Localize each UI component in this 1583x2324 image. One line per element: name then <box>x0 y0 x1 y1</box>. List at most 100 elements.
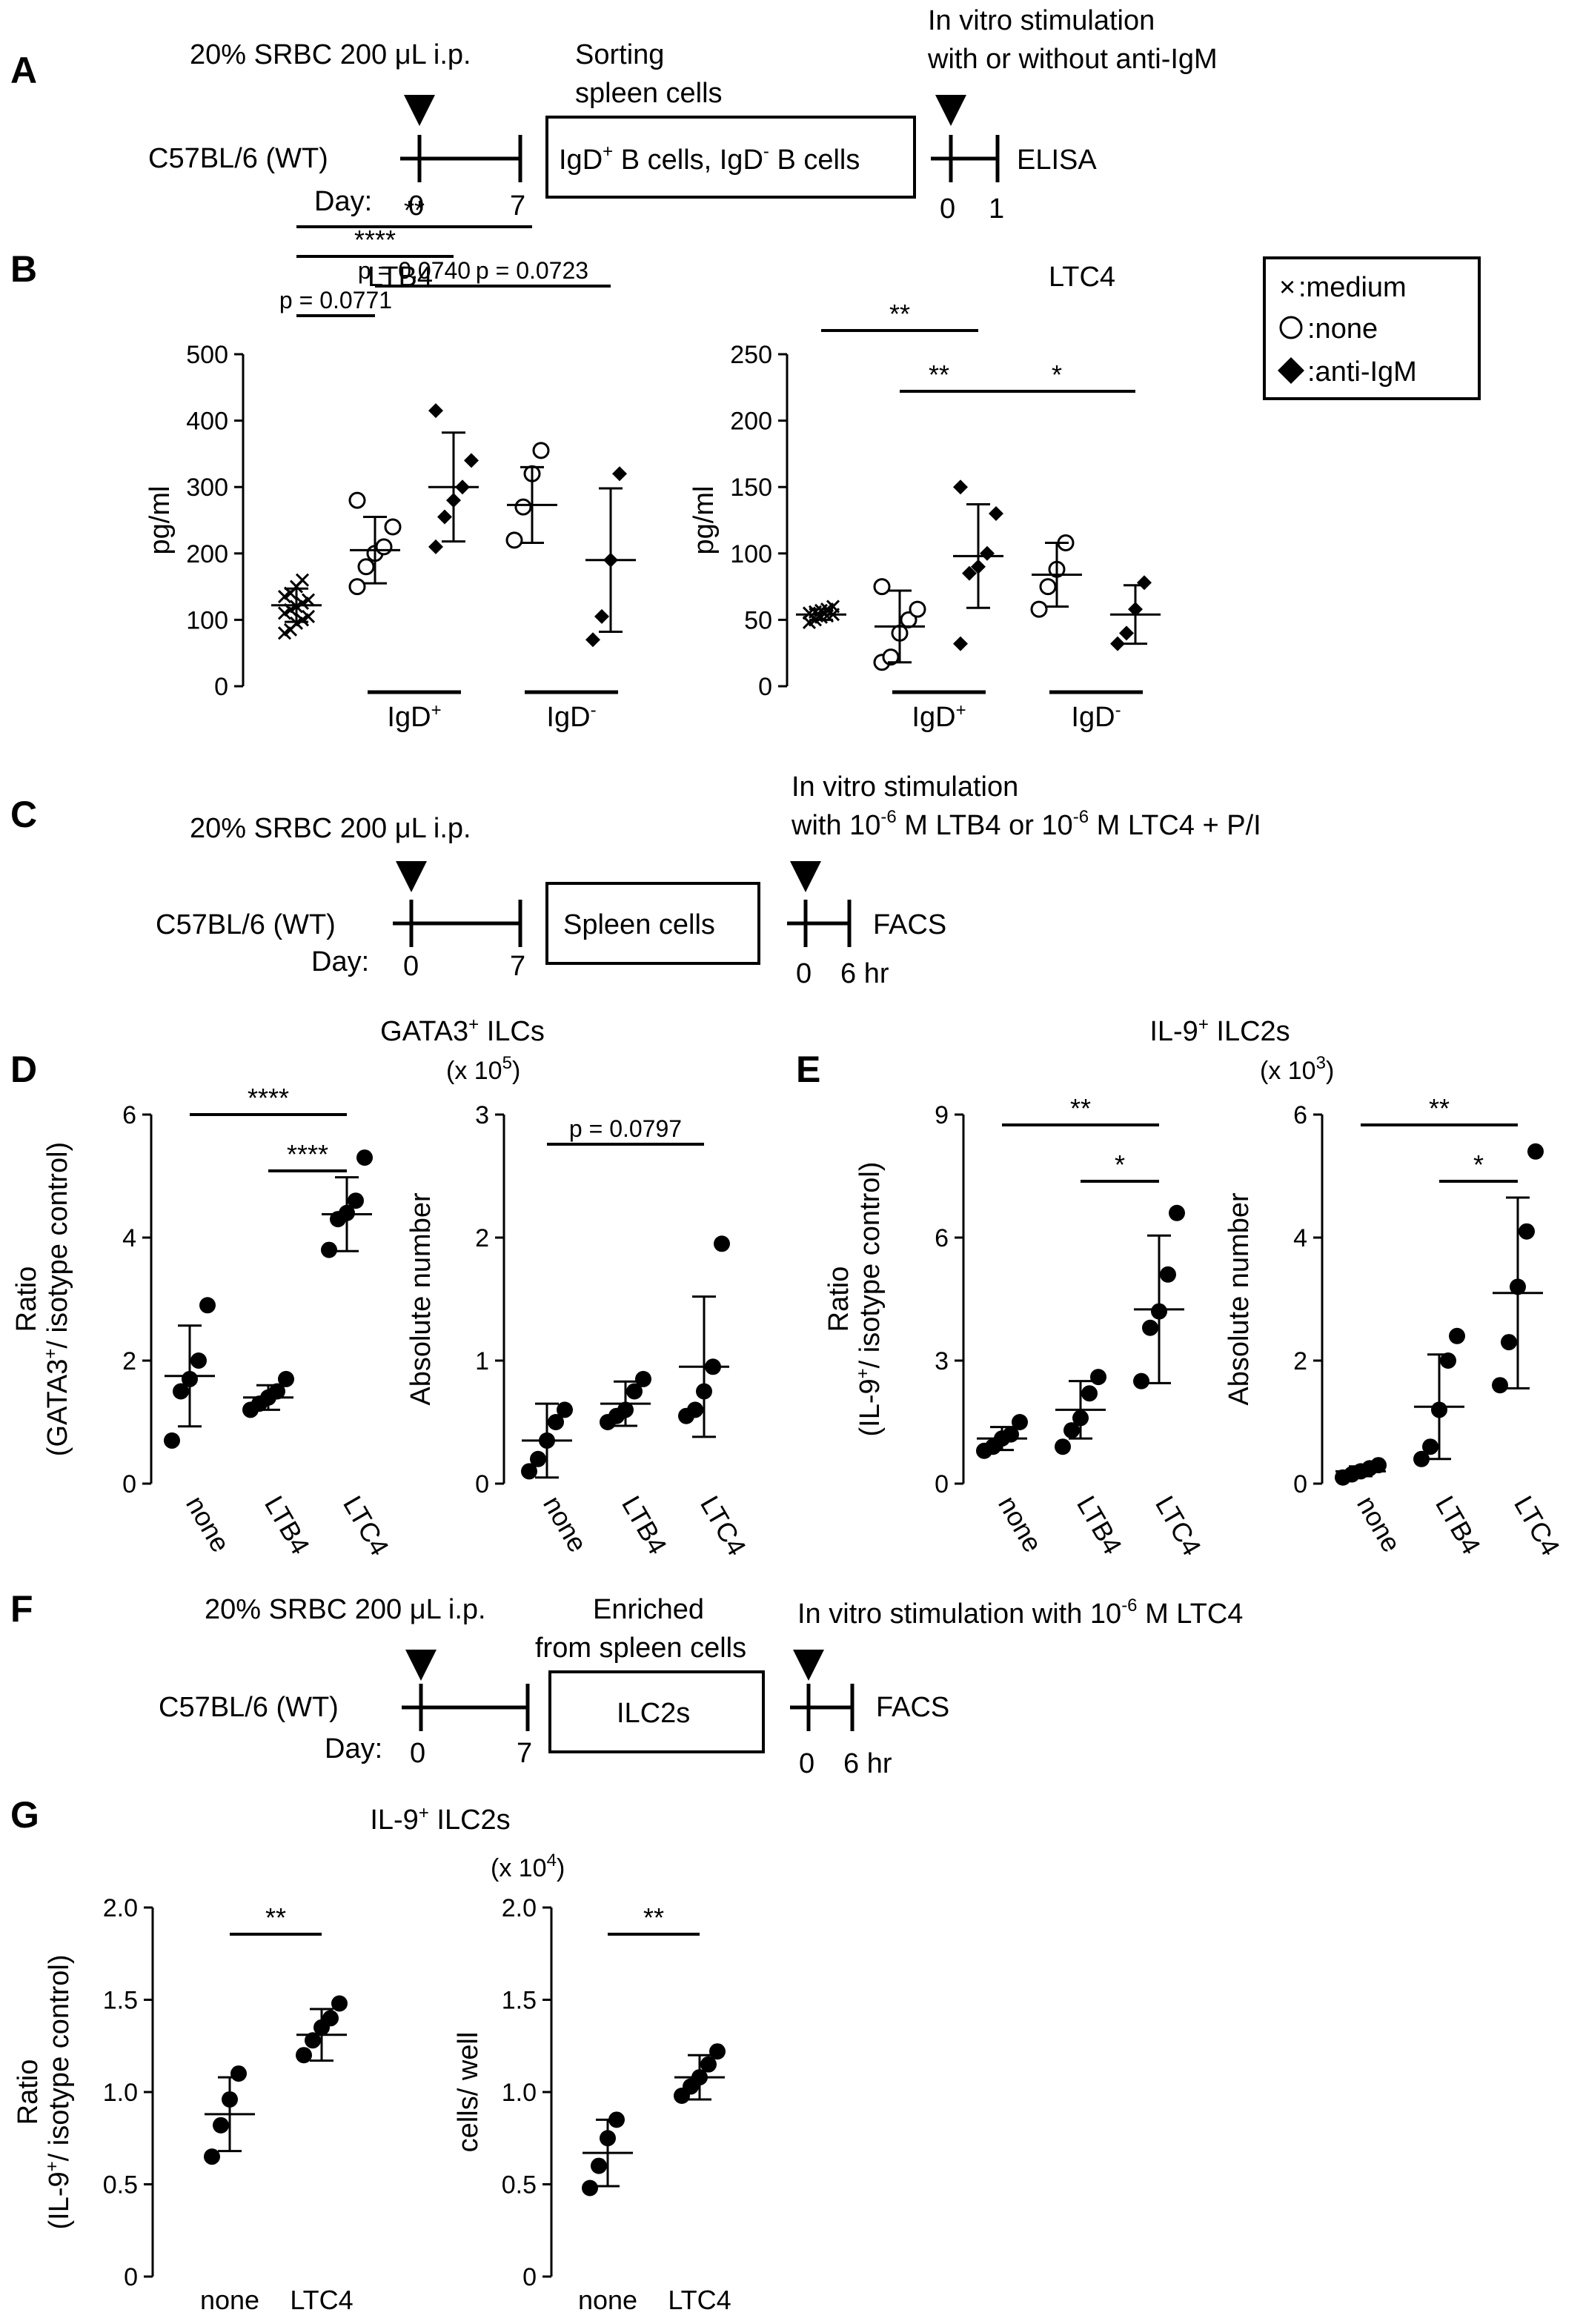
data-point <box>1081 1385 1098 1402</box>
category-label: LTB4 <box>1430 1491 1487 1560</box>
y-tick-label: 3 <box>935 1347 949 1375</box>
data-point <box>714 1235 730 1252</box>
y-tick-label: 500 <box>186 341 228 369</box>
data-point <box>322 2010 339 2027</box>
stim-arrowhead <box>935 95 966 126</box>
data-point <box>1527 1143 1544 1160</box>
data-point <box>591 2157 607 2174</box>
ilc2s-box <box>548 1670 765 1753</box>
data-point <box>532 442 550 459</box>
data-point <box>428 539 443 554</box>
injection-text: 20% SRBC 200 μL i.p. <box>190 813 471 844</box>
data-point <box>882 648 900 666</box>
category-label: LTC4 <box>668 2285 731 2315</box>
data-point <box>1160 1266 1176 1283</box>
significance-label: ** <box>1429 1093 1450 1123</box>
data-point <box>1142 1319 1158 1336</box>
y-tick-label: 0 <box>758 673 772 701</box>
data-point <box>530 1450 546 1467</box>
enriched-text-1: Enriched <box>593 1594 704 1625</box>
data-point <box>1055 1438 1071 1455</box>
y-tick-label: 300 <box>186 474 228 502</box>
stim-text-2: with 10-6 M LTB4 or 10-6 M LTC4 + P/I <box>791 807 1261 841</box>
significance-label: p = 0.0797 <box>569 1115 682 1142</box>
data-point <box>612 466 627 482</box>
data-point <box>1501 1334 1517 1351</box>
legend-none-marker <box>1279 316 1303 339</box>
injection-arrowhead <box>404 95 435 126</box>
data-point <box>1169 1204 1185 1221</box>
y-tick-label: 100 <box>730 540 772 568</box>
significance-label: ** <box>929 359 949 390</box>
y-axis-label-2: (GATA3+/ isotype control) <box>41 1142 73 1456</box>
axis-multiplier: (x 105) <box>446 1053 520 1085</box>
panel-label-g: G <box>10 1794 39 1836</box>
panel-label-d: D <box>10 1049 37 1090</box>
data-point <box>953 636 968 651</box>
y-tick-label: 0 <box>1293 1470 1307 1498</box>
y-tick-label: 1 <box>475 1347 489 1375</box>
data-point <box>909 600 926 618</box>
y-axis-label: cells/ well <box>453 2032 484 2153</box>
sorted-cells-text: IgD+ B cells, IgD- B cells <box>559 142 860 176</box>
y-tick-label: 1.0 <box>502 2079 537 2107</box>
data-point <box>1133 1372 1149 1390</box>
y-tick-label: 100 <box>186 606 228 634</box>
data-point <box>301 609 316 623</box>
sorting-text-1: Sorting <box>575 39 664 70</box>
data-point <box>873 578 891 596</box>
panel-label-f: F <box>10 1588 33 1630</box>
y-axis-label-2: (IL-9+/ isotype control) <box>42 1955 75 2230</box>
stim-arrowhead <box>793 1650 824 1681</box>
enriched-text-2: from spleen cells <box>535 1633 746 1664</box>
day0-label: 0 <box>403 951 419 982</box>
data-point <box>348 1192 364 1209</box>
y-tick-label: 2.0 <box>103 1894 138 1922</box>
legend-antiigm-marker <box>1278 357 1304 384</box>
data-point <box>582 2179 598 2197</box>
y-tick-label: 2 <box>122 1347 136 1375</box>
data-point <box>514 498 532 516</box>
stim-text: In vitro stimulation with 10-6 M LTC4 <box>797 1596 1243 1630</box>
y-tick-label: 4 <box>1293 1224 1307 1252</box>
category-label: LTC4 <box>1149 1491 1207 1561</box>
y-axis-label: pg/ml <box>688 486 720 555</box>
y-tick-label: 6 <box>122 1101 136 1129</box>
y-tick-label: 2.0 <box>502 1894 537 1922</box>
stim-text-1: In vitro stimulation <box>792 771 1018 803</box>
group-label: IgD- <box>1071 700 1121 733</box>
data-point <box>635 1370 651 1387</box>
panel-label-c: C <box>10 794 37 835</box>
sorting-text-2: spleen cells <box>575 78 723 109</box>
injection-text: 20% SRBC 200 μL i.p. <box>205 1594 486 1625</box>
y-tick-label: 2 <box>1293 1347 1307 1375</box>
category-label: none <box>992 1491 1049 1558</box>
t0-label: 0 <box>796 958 812 989</box>
injection-arrowhead <box>396 861 427 892</box>
y-tick-label: 250 <box>730 341 772 369</box>
data-point <box>1422 1438 1438 1455</box>
day0-label: 0 <box>408 190 424 222</box>
chart-title: IL-9+ ILC2s <box>1149 1015 1290 1047</box>
data-point <box>164 1432 180 1449</box>
data-point <box>1440 1352 1456 1369</box>
y-tick-label: 200 <box>730 408 772 436</box>
t6-label: 6 hr <box>840 958 889 989</box>
y-tick-label: 0.5 <box>502 2171 537 2200</box>
t0-label: 0 <box>799 1748 814 1779</box>
timeline-f: 20% SRBC 200 μL i.p. C57BL/6 (WT) Day: 0… <box>159 1594 1243 1779</box>
significance-label: ** <box>404 195 425 225</box>
stim-text-1: In vitro stimulation <box>928 5 1155 36</box>
data-point <box>1449 1327 1465 1344</box>
y-axis-label: Absolute number <box>1224 1192 1255 1406</box>
data-point <box>213 2116 229 2134</box>
data-point <box>521 1463 537 1480</box>
y-axis-label: Ratio <box>11 1266 42 1332</box>
y-tick-label: 0 <box>522 2263 537 2291</box>
data-point <box>321 1241 337 1258</box>
